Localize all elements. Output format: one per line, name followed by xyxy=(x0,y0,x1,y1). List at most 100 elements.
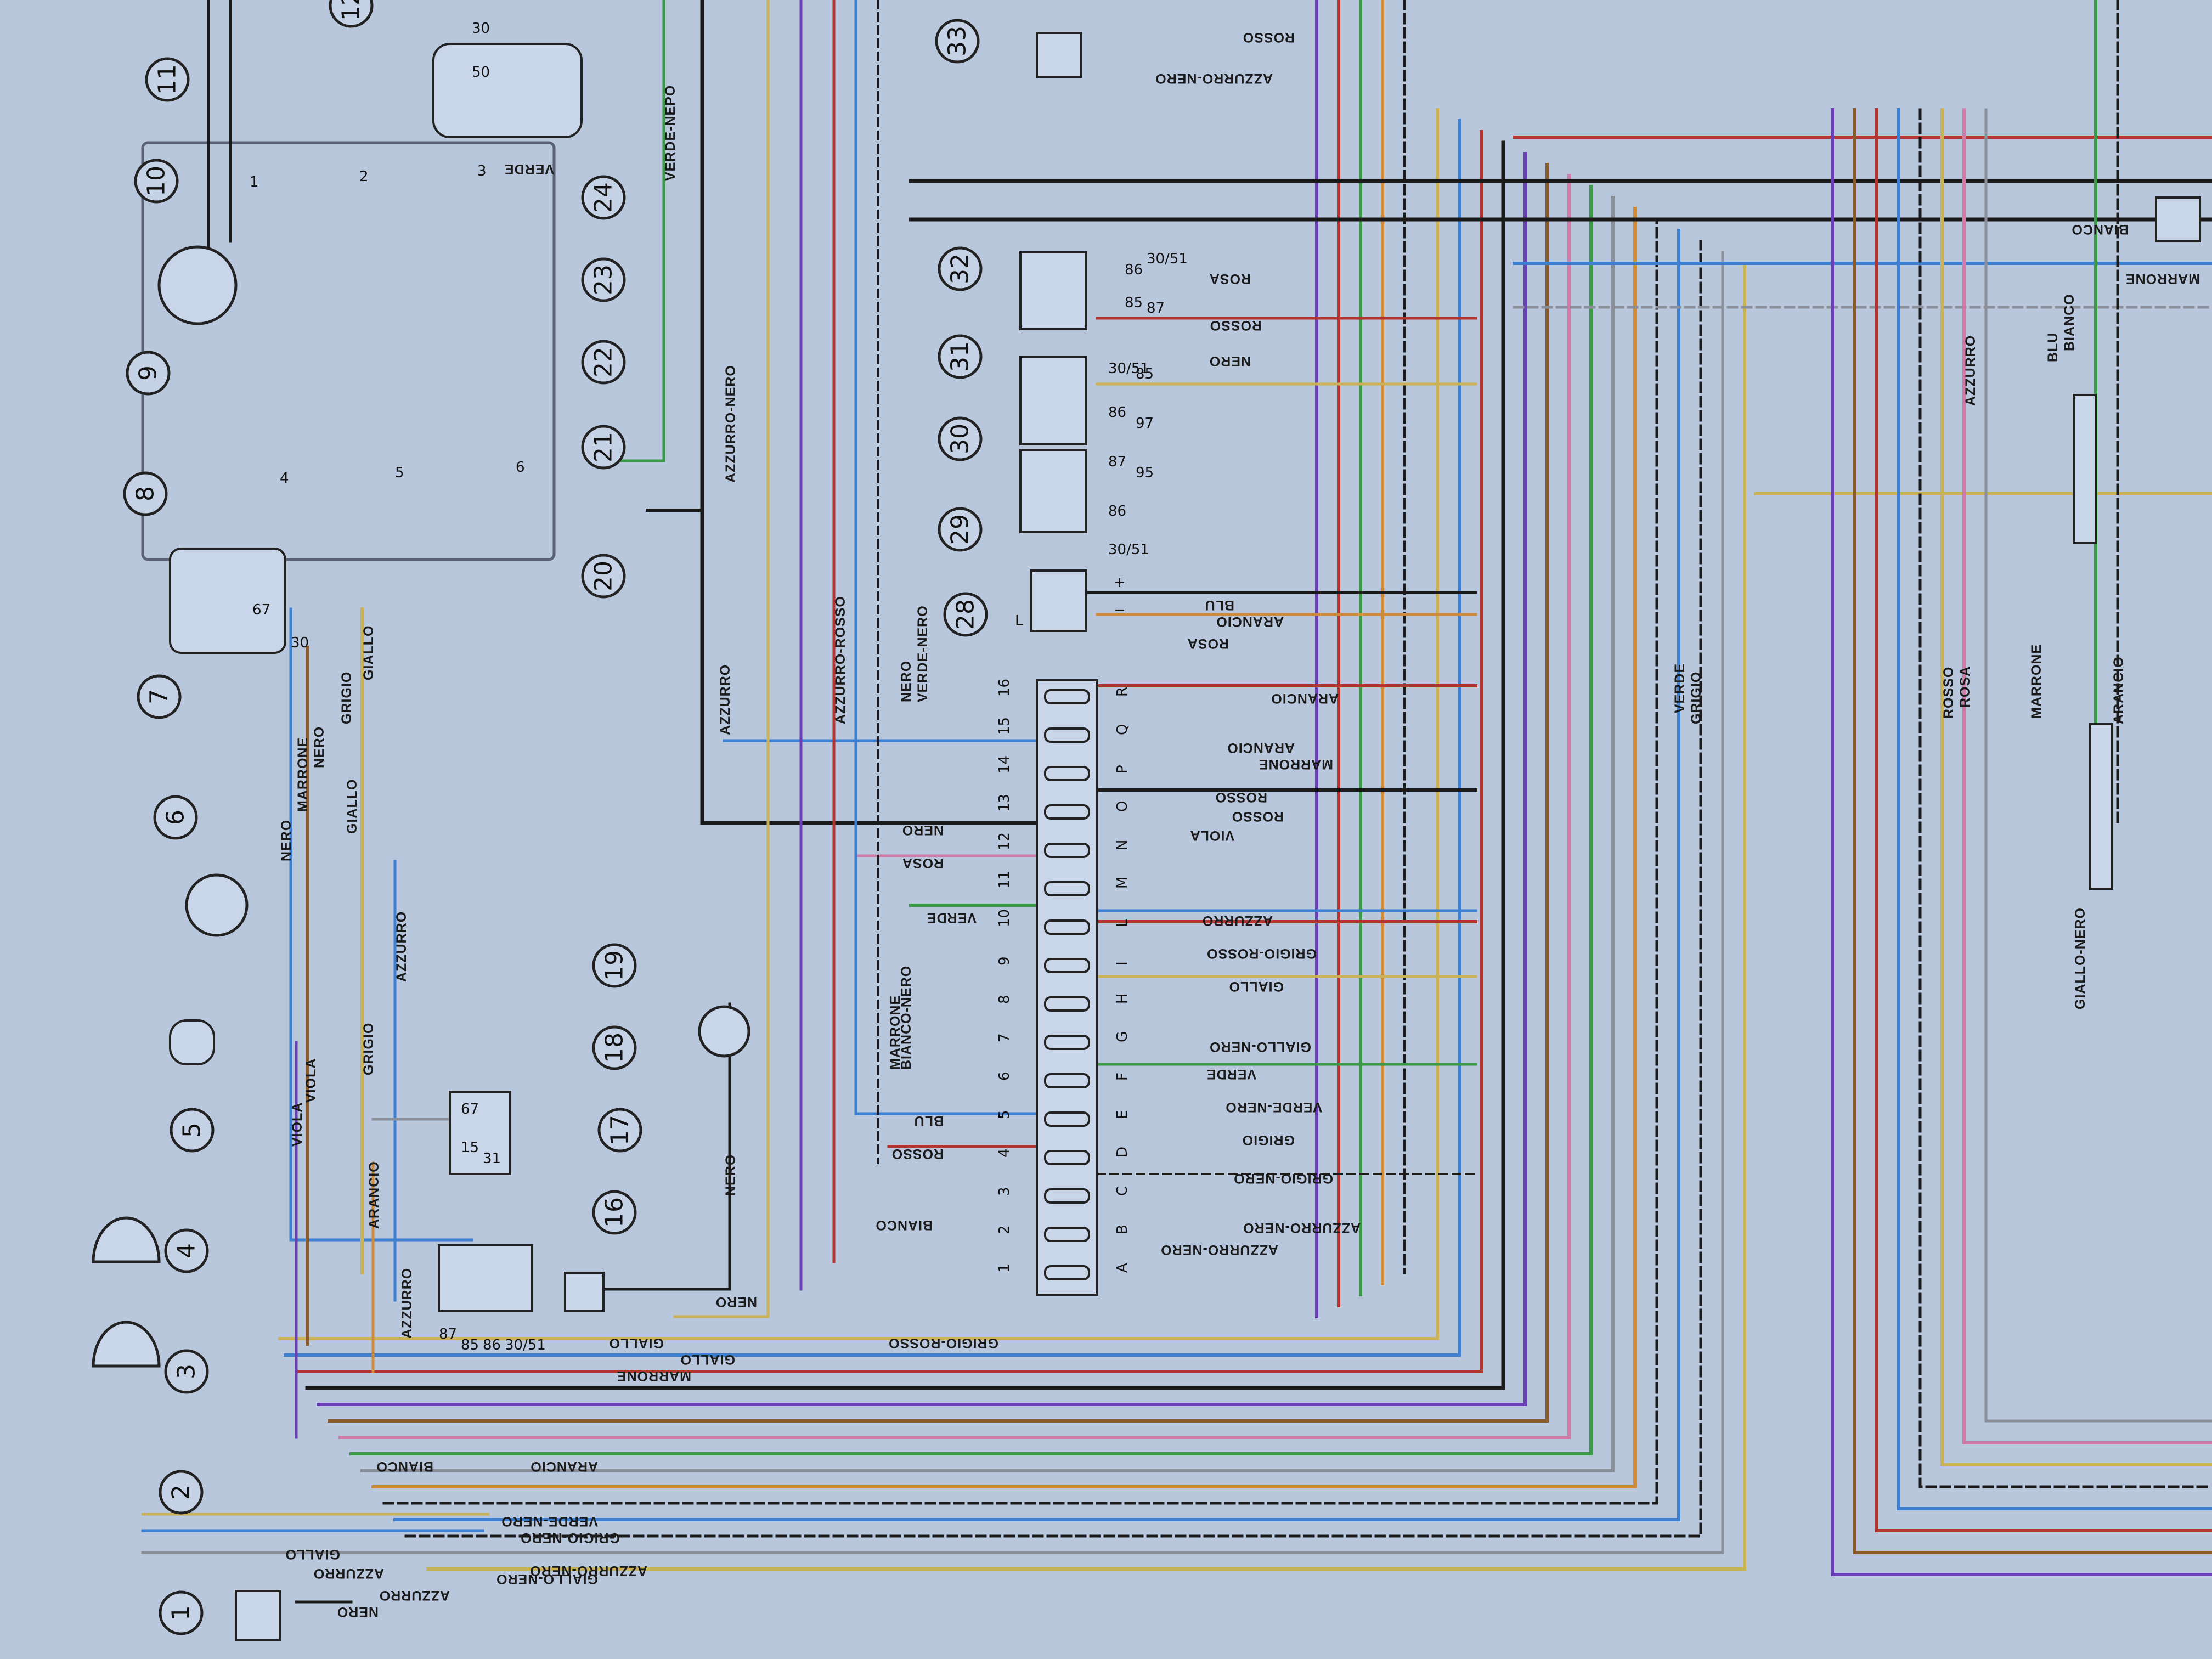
svg-text:18: 18 xyxy=(601,1032,629,1063)
wire-label-nero-1: NERO xyxy=(337,1604,379,1620)
wire-label-arancio-4: ARANCIO xyxy=(1216,614,1284,629)
relay-31: 30/51 85 86 97 xyxy=(1019,356,1154,445)
regulator-18-body xyxy=(449,1091,511,1175)
relay-29: + − L xyxy=(1015,569,1126,632)
light-cluster-1 xyxy=(235,1590,281,1641)
wire-label-bianco-nero: BIANCO-NERO xyxy=(899,966,914,1070)
relay-17-pin-87: 87 xyxy=(439,1326,457,1342)
relay-32-body xyxy=(1019,251,1087,330)
wire-label-blu-1: BLU xyxy=(914,1113,944,1128)
sensor-19-body xyxy=(698,1005,751,1058)
relay-29-pin-plus: + xyxy=(1114,574,1126,591)
fuse-10-body xyxy=(1044,919,1090,935)
callout-20: 20 xyxy=(581,554,626,599)
regulator-18: 67 15 31 xyxy=(449,1091,511,1175)
wire-label-grigio-rosso-1: GRIGIO-ROSSO xyxy=(888,1335,998,1351)
relay-32-pin-30-51: 30/51 xyxy=(1147,251,1188,267)
callout-9: 9 xyxy=(126,351,171,396)
fuse-13-number: 13 xyxy=(996,794,1013,812)
wire-label-azzurro-nero-1: AZZURRO-NERO xyxy=(529,1563,647,1578)
fuse-5-number: 5 xyxy=(996,1110,1013,1119)
svg-text:5: 5 xyxy=(178,1122,206,1138)
fuse-12-number: 12 xyxy=(996,832,1013,850)
light-cluster-1-body xyxy=(235,1590,281,1641)
wire-label-grigio-rosso-2: GRIGIO-ROSSO xyxy=(1206,946,1317,961)
callout-29: 29 xyxy=(938,507,983,552)
distributor-9 xyxy=(157,245,238,325)
svg-text:16: 16 xyxy=(601,1197,629,1228)
wire-label-giallo-6: GIALLO xyxy=(345,779,360,834)
fuse-15-number: 15 xyxy=(996,717,1013,735)
fuse-6-number: 6 xyxy=(996,1071,1013,1081)
wire-label-giallo-3: GIALLO xyxy=(609,1335,664,1351)
regulator-18-pin-31: 31 xyxy=(483,1150,501,1167)
starter-motor: 50 30 xyxy=(432,20,583,138)
wire-bundle-bottom xyxy=(278,0,1746,1571)
starter-pin-50: 50 xyxy=(472,64,490,81)
lamp-16 xyxy=(564,1272,605,1312)
alternator-7-pin-30: 30 xyxy=(291,635,309,651)
fuse-15-body xyxy=(1044,727,1090,743)
wire-label-azzurro-7: AZZURRO xyxy=(399,1268,415,1339)
spark-plug-2-label: 2 xyxy=(359,168,369,185)
alternator-7-pin-67: 67 xyxy=(252,602,270,618)
wire-label-giallo-nero-3: GIALLO-NERO xyxy=(2073,907,2088,1009)
callout-8: 8 xyxy=(123,471,168,516)
wire-label-grigio-2: GRIGIO xyxy=(1689,672,1704,724)
relay-17-body xyxy=(438,1244,533,1312)
svg-text:10: 10 xyxy=(143,166,171,196)
spark-plug-6-label: 6 xyxy=(516,459,525,476)
svg-text:7: 7 xyxy=(145,689,173,704)
callout-2: 2 xyxy=(159,1470,204,1515)
wire-label-nero-2: NERO xyxy=(715,1294,757,1310)
wire-label-azzurro-3: AZZURRO xyxy=(1202,913,1273,928)
callout-32: 32 xyxy=(938,246,983,291)
wire-label-verde-nero: VERDE-NERO xyxy=(501,1514,598,1529)
regulator-18-pin-15: 15 xyxy=(461,1139,479,1156)
relay-31-body xyxy=(1019,356,1087,445)
fuse-M-letter: M xyxy=(1114,877,1131,889)
svg-text:19: 19 xyxy=(601,950,629,981)
wire-label-viola-3: VIOLA xyxy=(303,1058,319,1103)
wire-label-rosso-4: ROSSO xyxy=(1210,318,1262,333)
wire-label-giallo-nero-2: GIALLO-NERO xyxy=(1209,1039,1311,1054)
wire-label-verde-4: VERDE xyxy=(1672,663,1688,713)
wire-label-rosso-2: ROSSO xyxy=(1215,789,1267,805)
wire-label-rosso-3: ROSSO xyxy=(1232,809,1284,824)
wire-label-arancio-5: ARANCIO xyxy=(2111,656,2126,724)
relay-17-pin-86: 86 xyxy=(483,1337,501,1353)
wire-bundle-relays xyxy=(673,0,1477,1318)
wire-label-giallo-2: GIALLO xyxy=(680,1352,735,1367)
relay-17: 87 85 86 30/51 xyxy=(438,1244,546,1353)
relay-30-pin-30-51: 30/51 xyxy=(1108,541,1149,558)
relay-33 xyxy=(1036,32,1082,78)
svg-text:12: 12 xyxy=(337,0,365,21)
regulator-18-pin-67: 67 xyxy=(461,1101,479,1118)
wire-label-azzurro-2: AZZURRO xyxy=(313,1566,384,1581)
fuse-D-letter: D xyxy=(1114,1147,1131,1158)
svg-text:2: 2 xyxy=(167,1485,195,1500)
wire-label-grigio-nero-2: GRIGIO-NERO xyxy=(1233,1171,1333,1186)
relay-32-pin-87: 87 xyxy=(1147,300,1165,317)
relay-30-pin-86: 86 xyxy=(1108,503,1126,520)
wire-label-nero-3: NERO xyxy=(902,822,944,838)
svg-text:23: 23 xyxy=(590,264,618,295)
callout-10: 10 xyxy=(134,159,179,204)
wire-label-nero-7: NERO xyxy=(723,1154,738,1196)
spark-plug-1-label: 1 xyxy=(250,174,259,190)
wiper-motor-6 xyxy=(185,873,249,937)
wiper-motor-6-body xyxy=(185,873,249,937)
starter-motor-body xyxy=(432,43,583,138)
callout-16: 16 xyxy=(592,1190,637,1235)
fuse-G-letter: G xyxy=(1114,1031,1131,1042)
